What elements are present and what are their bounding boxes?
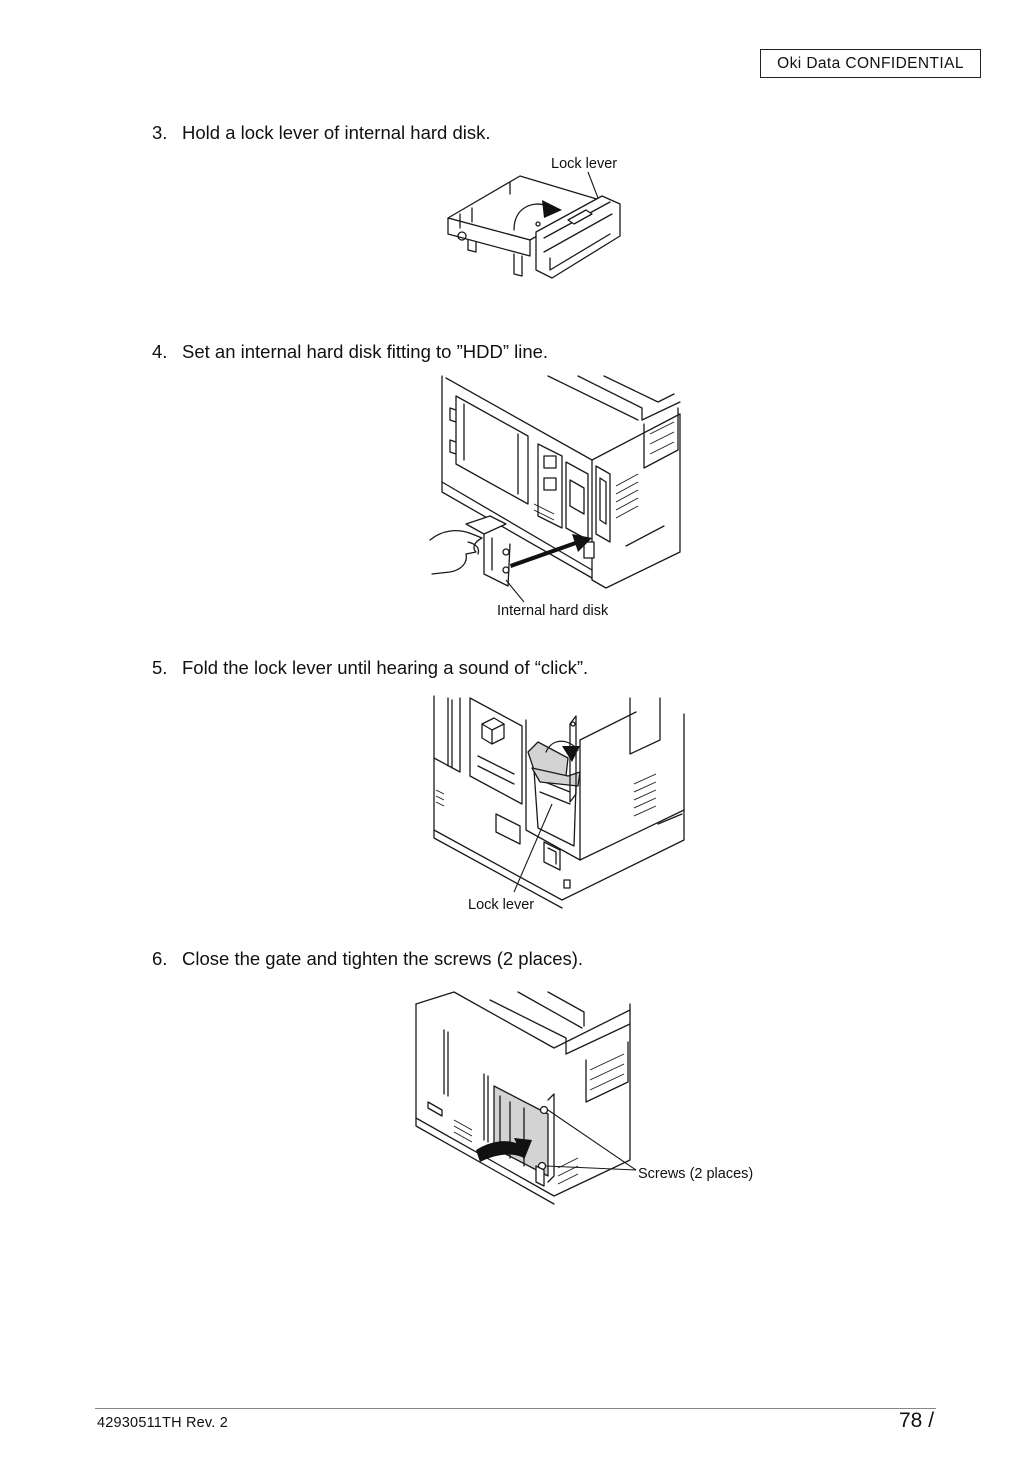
callout-internal-hard-disk: Internal hard disk (497, 603, 609, 619)
step-number: 4. (152, 341, 168, 362)
document-id: 42930511TH Rev. 2 (97, 1415, 229, 1431)
hard-disk-illustration (447, 171, 621, 279)
callout-screws: Screws (2 places) (638, 1166, 754, 1182)
step-3: 3. Hold a lock lever of internal hard dis… (152, 122, 490, 144)
callout-lock-lever: Lock lever (551, 156, 618, 172)
close-gate-illustration (415, 991, 637, 1205)
step-5: 5. Fold the lock lever until hearing a so… (152, 657, 588, 679)
step-text: Hold a lock lever of internal hard disk. (182, 122, 491, 143)
step-text: Fold the lock lever until hearing a soun… (182, 657, 589, 678)
step-4: 4. Set an internal hard disk fitting to ”… (152, 341, 548, 363)
step-number: 5. (152, 657, 168, 678)
lock-lever-fold-illustration (433, 695, 685, 909)
step-number: 6. (152, 948, 168, 969)
confidential-label: Oki Data CONFIDENTIAL (760, 49, 981, 78)
step-number: 3. (152, 122, 168, 143)
step-text: Close the gate and tighten the screws (2… (182, 948, 584, 969)
step-6: 6. Close the gate and tighten the screws … (152, 948, 583, 970)
step-text: Set an internal hard disk fitting to ”HD… (182, 341, 549, 362)
printer-insert-illustration (429, 375, 681, 603)
callout-lock-lever: Lock lever (468, 897, 535, 913)
footer-divider (95, 1408, 936, 1409)
page-number: 78 / (899, 1409, 935, 1432)
